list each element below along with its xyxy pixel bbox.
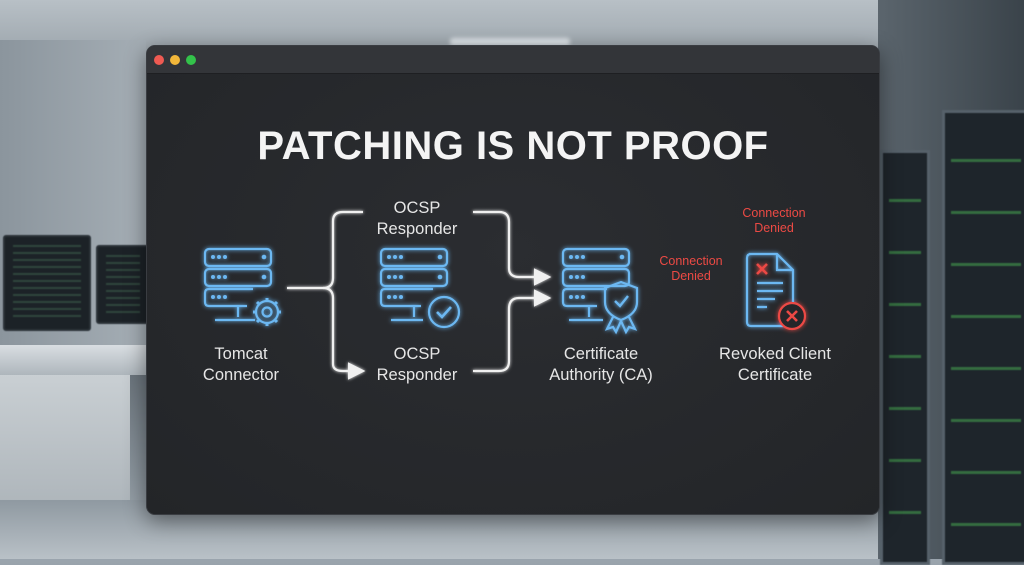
ocsp-top-line2: Responder bbox=[376, 220, 458, 238]
diagram bbox=[203, 210, 807, 380]
ocsp-bottom-line1: OCSP bbox=[393, 345, 441, 363]
ocsp-top-line1: OCSP bbox=[393, 199, 441, 217]
revoked-client-certificate-label: Revoked Client Certificate bbox=[703, 344, 847, 386]
maximize-button[interactable] bbox=[186, 54, 196, 65]
denied-top-line2: Denied bbox=[754, 221, 794, 235]
ceiling-light bbox=[450, 38, 570, 46]
background-server-rack bbox=[942, 110, 1024, 565]
denied-top-line1: Connection bbox=[742, 206, 806, 220]
document-x-icon bbox=[745, 252, 807, 331]
connector-branch-top bbox=[322, 210, 363, 290]
ocsp-responder-top-label: OCSP Responder bbox=[361, 198, 473, 240]
connector-branch-bottom bbox=[322, 286, 366, 380]
ocsp-responder-bottom-label: OCSP Responder bbox=[361, 344, 473, 386]
ca-label-line2: Authority (CA) bbox=[549, 366, 653, 384]
background-desk bbox=[0, 345, 146, 375]
revoked-label-line2: Certificate bbox=[737, 366, 813, 384]
denied-link-line1: Connection bbox=[659, 254, 723, 268]
background-monitor bbox=[3, 235, 91, 331]
server-check-icon bbox=[379, 247, 461, 329]
tomcat-label-line2: Connector bbox=[202, 366, 280, 384]
app-window: PATCHING IS NOT PROOF bbox=[146, 45, 880, 515]
connector-bottom-to-ca bbox=[473, 289, 552, 373]
slide-canvas: PATCHING IS NOT PROOF bbox=[147, 74, 879, 514]
server-shield-badge-icon bbox=[561, 247, 639, 335]
connection-denied-top-label: Connection Denied bbox=[728, 206, 820, 236]
connector-top-to-ca bbox=[473, 210, 552, 286]
connection-denied-link-label: Connection Denied bbox=[645, 254, 737, 284]
connector-lines bbox=[287, 210, 552, 380]
background-monitor bbox=[96, 245, 150, 324]
revoked-label-line1: Revoked Client bbox=[719, 345, 831, 363]
minimize-button[interactable] bbox=[170, 54, 180, 65]
slide-title: PATCHING IS NOT PROOF bbox=[257, 124, 769, 168]
tomcat-label-line1: Tomcat bbox=[214, 345, 268, 363]
ocsp-bottom-line2: Responder bbox=[376, 366, 458, 384]
certificate-authority-label: Certificate Authority (CA) bbox=[531, 344, 671, 386]
close-button[interactable] bbox=[154, 54, 164, 65]
tomcat-connector-label: Tomcat Connector bbox=[185, 344, 297, 386]
denied-link-line2: Denied bbox=[671, 269, 711, 283]
server-gear-icon bbox=[203, 247, 281, 326]
background-server-rack bbox=[880, 150, 930, 565]
window-titlebar bbox=[147, 46, 879, 74]
ca-label-line1: Certificate bbox=[563, 345, 639, 363]
